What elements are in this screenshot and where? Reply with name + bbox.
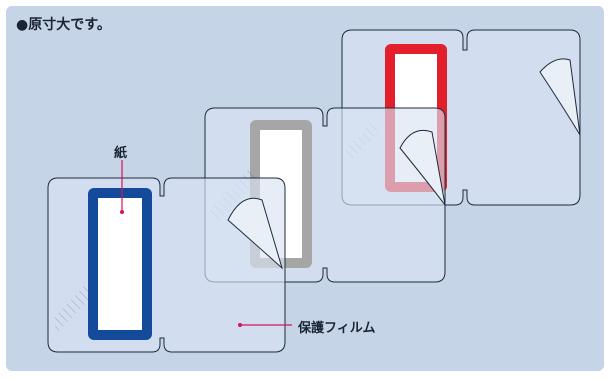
paper-insert-left [98, 198, 142, 330]
paper-label: 紙 [114, 146, 128, 161]
peel-corner-right [539, 58, 581, 136]
header-note: ●原寸大です。 [16, 17, 111, 33]
protective-film-label: 保護フィルム [298, 321, 376, 336]
card-left [47, 177, 286, 353]
peel-corner-middle [399, 129, 446, 206]
peel-corner-left [227, 197, 283, 270]
